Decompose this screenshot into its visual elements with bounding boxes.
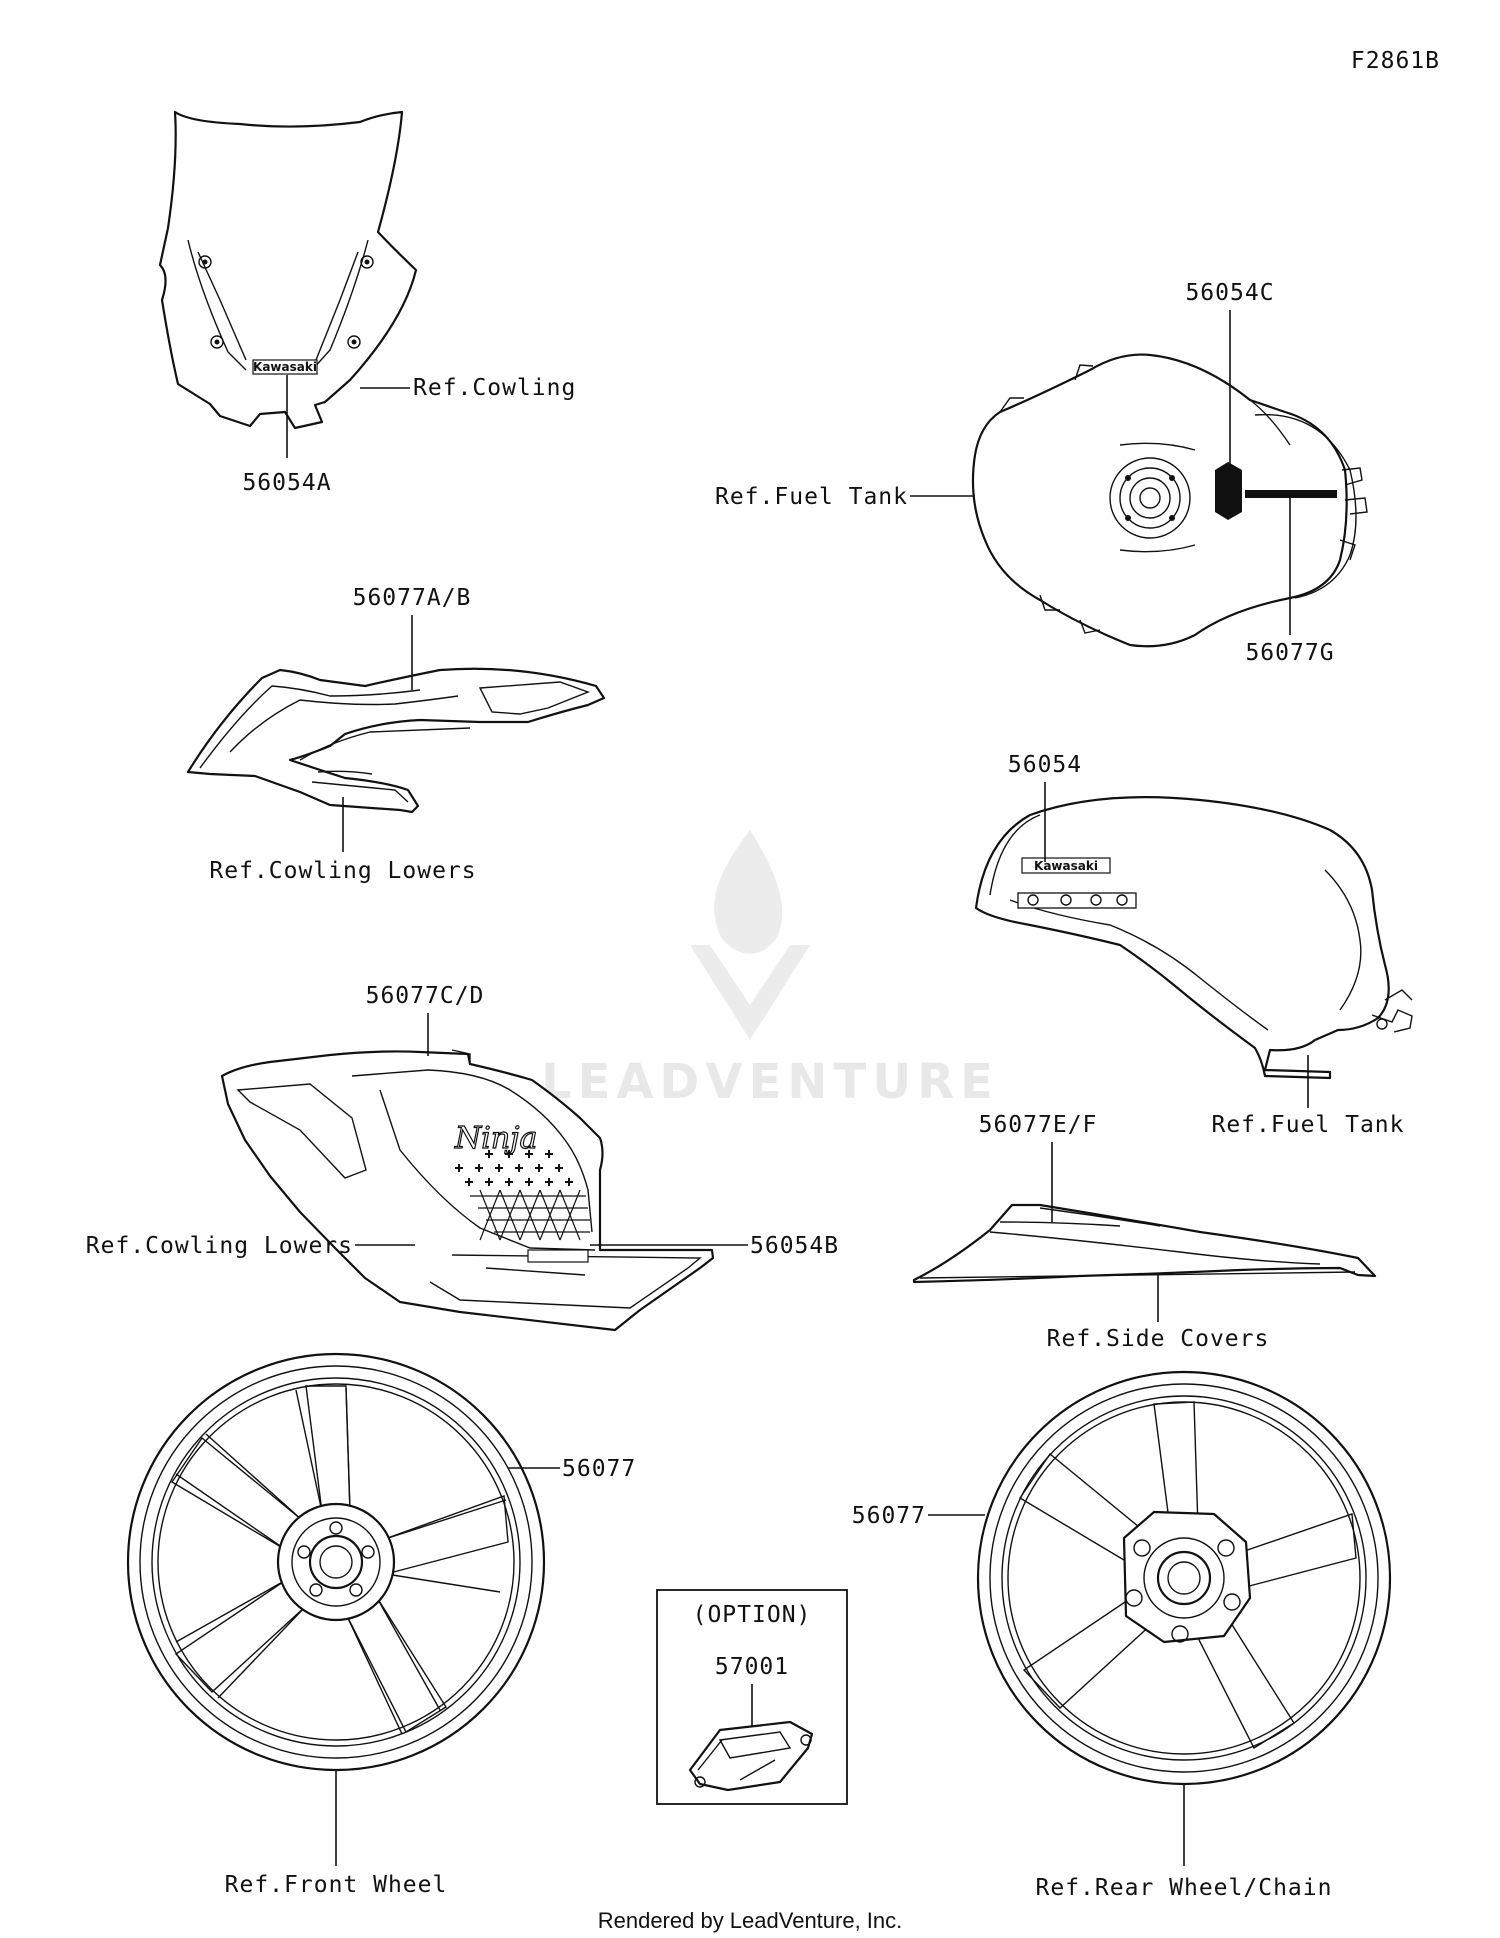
- ninja-script: Ninja: [454, 1121, 537, 1156]
- front-wheel-part: [126, 1352, 546, 1772]
- label-ref-side-covers: Ref.Side Covers: [1047, 1326, 1270, 1352]
- label-ref-front-wheel: Ref.Front Wheel: [225, 1872, 448, 1898]
- leadventure-watermark: LEADVENTURE: [541, 830, 999, 1110]
- windshield-part: Kawasaki: [158, 110, 418, 430]
- fuel-tank-side-view: Kawasaki: [974, 796, 1413, 1080]
- label-ref-rear-wheel: Ref.Rear Wheel/Chain: [1036, 1875, 1333, 1901]
- label-56077CD: 56077C/D: [366, 983, 485, 1009]
- label-ref-cowling-lowers-1: Ref.Cowling Lowers: [209, 858, 476, 884]
- label-56077AB: 56077A/B: [353, 585, 472, 611]
- tank-stripe-56077G: [1245, 490, 1337, 498]
- fuel-tank-top-view: [971, 353, 1368, 648]
- label-56077-front: 56077: [562, 1456, 636, 1482]
- rear-wheel-part: [976, 1370, 1392, 1786]
- label-57001: 57001: [715, 1654, 789, 1680]
- figure-id: F2861B: [1351, 48, 1440, 74]
- svg-text:LEADVENTURE: LEADVENTURE: [541, 1054, 999, 1110]
- svg-text:Kawasaki: Kawasaki: [1034, 859, 1098, 873]
- decal-56054B: [527, 1249, 589, 1263]
- checker-pattern: [470, 1189, 590, 1241]
- label-56054C: 56054C: [1185, 280, 1274, 306]
- svg-text:Kawasaki: Kawasaki: [253, 360, 317, 374]
- label-56054B: 56054B: [750, 1233, 839, 1259]
- chain-tool-part: [688, 1720, 814, 1792]
- label-56077G: 56077G: [1245, 640, 1334, 666]
- label-56054A: 56054A: [242, 470, 331, 496]
- label-56077EF: 56077E/F: [979, 1112, 1098, 1138]
- label-ref-fuel-tank-1: Ref.Fuel Tank: [715, 484, 908, 510]
- option-box: (OPTION) 57001: [656, 1589, 848, 1805]
- label-56077-rear: 56077: [852, 1503, 926, 1529]
- footer-credit: Rendered by LeadVenture, Inc.: [597, 1908, 903, 1933]
- label-ref-fuel-tank-2: Ref.Fuel Tank: [1211, 1112, 1404, 1138]
- label-ref-cowling: Ref.Cowling: [413, 375, 576, 401]
- label-ref-cowling-lowers-2: Ref.Cowling Lowers: [86, 1233, 353, 1259]
- cowling-lower-upper-part: [186, 667, 606, 814]
- cowling-lower-side-part: Ninja: [220, 1049, 715, 1332]
- label-56054: 56054: [1008, 752, 1082, 778]
- tank-decal-56054C: [1215, 462, 1242, 520]
- option-title: (OPTION): [693, 1602, 812, 1628]
- side-cover-part: [912, 1203, 1377, 1284]
- cross-pattern: [455, 1150, 573, 1186]
- tank-kawasaki-decal: [1021, 857, 1111, 874]
- kawasaki-decal: [252, 359, 318, 375]
